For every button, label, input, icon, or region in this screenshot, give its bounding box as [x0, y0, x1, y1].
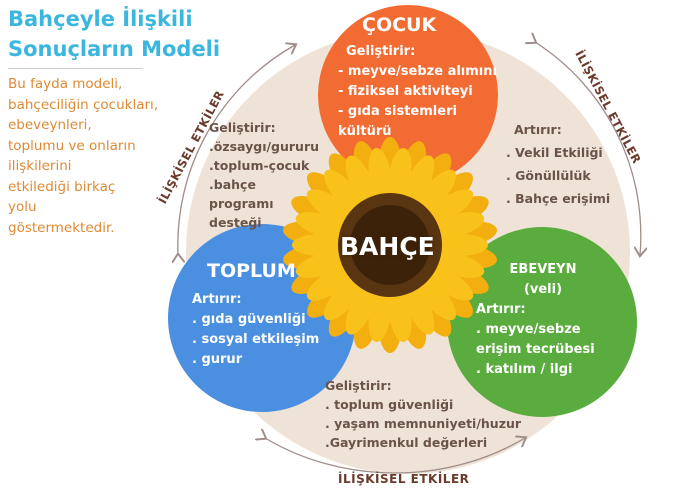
effects-heading: Geliştirir: [209, 120, 276, 135]
petal [415, 169, 456, 215]
desc-line: Bu fayda modeli, [8, 76, 123, 92]
effects-item: . yaşam memnuniyeti/huzur [325, 416, 522, 431]
cocuk-item: kültürü [338, 124, 392, 139]
page-title: Bahçeyle İlişkili Sonuçların Modeli [8, 4, 220, 64]
effects-item: .bahçe [209, 177, 256, 192]
petal [403, 282, 435, 335]
effects-item: . Gönüllülük [506, 168, 591, 183]
ebeveyn-circle [447, 227, 637, 417]
petal [345, 282, 377, 335]
petal [415, 275, 456, 321]
toplum-heading: Artırır: [192, 292, 242, 307]
title-line: Sonuçların Modeli [8, 37, 221, 61]
ebeveyn-item: . katılım / ilgi [476, 362, 573, 377]
cocuk-item: - fiziksel aktiviteyi [338, 84, 473, 99]
sunflower-icon [283, 137, 497, 353]
cocuk-item: - meyve/sebze alımını [338, 64, 497, 79]
desc-line: ilişkilerini [8, 158, 72, 174]
desc-line: bahçeciliğin çocukları, [8, 96, 159, 113]
arc-right-arrow [535, 42, 641, 255]
center-label-bahce: BAHÇE [340, 232, 435, 261]
toplum-node: TOPLUM [207, 260, 296, 282]
cocuk-circle [318, 5, 498, 185]
arc-bottom-arrow [265, 438, 525, 474]
desc-line: toplumu ve onların [8, 137, 136, 154]
ebeveyn-details: Artırır: . meyve/sebze erişim tecrübesi … [476, 300, 595, 380]
desc-line: etkilediği birkaç [8, 178, 116, 195]
cocuk-heading: Geliştirir: [346, 44, 416, 59]
petal [345, 155, 377, 208]
toplum-item: . gıda güvenliği [192, 312, 306, 327]
divider [8, 68, 143, 69]
cocuk-item: - gıda sistemleri [338, 104, 457, 119]
title-line: Bahçeyle İlişkili [8, 7, 193, 31]
petal [430, 212, 485, 239]
effects-heading: Artırır: [514, 122, 562, 137]
cocuk-node: ÇOCUK [362, 14, 436, 36]
ebeveyn-heading: Artırır: [476, 302, 526, 317]
desc-line: göstermektedir. [8, 219, 115, 236]
toplum-title: TOPLUM [207, 260, 296, 282]
arc-left-arrow [178, 45, 295, 255]
petal [324, 169, 365, 215]
petal [292, 234, 348, 256]
petal [324, 275, 365, 321]
petal [306, 265, 356, 301]
effects-heading: Geliştirir: [325, 378, 392, 393]
petal [388, 286, 412, 343]
ebeveyn-node: EBEVEYN (veli) [488, 260, 598, 300]
petal [306, 189, 356, 225]
effects-item: programı [209, 196, 274, 211]
effects-item: .Gayrimenkul değerleri [325, 435, 488, 450]
petal [424, 265, 474, 301]
cocuk-details: Geliştirir: - meyve/sebze alımını - fizi… [338, 42, 497, 142]
petal [368, 147, 392, 204]
toplum-item: . gurur [192, 352, 243, 367]
desc-line: ebeveynleri, [8, 117, 92, 133]
petal [295, 212, 350, 239]
ebeveyn-item: . meyve/sebze [476, 322, 581, 337]
relational-label-bottom: İLİŞKİSEL ETKİLER [338, 472, 470, 486]
effects-item: . Vekil Etkiliği [506, 145, 603, 160]
ebeveyn-subtitle: (veli) [523, 282, 563, 297]
effects-item: .toplum-çocuk [209, 158, 310, 173]
petal [430, 251, 485, 278]
petal [424, 189, 474, 225]
cocuk-ebeveyn-effects: Artırır: . Vekil Etkiliği . Gönüllülük .… [506, 118, 610, 210]
effects-item: . Bahçe erişimi [506, 191, 611, 206]
toplum-ebeveyn-effects: Geliştirir: . toplum güvenliği . yaşam m… [325, 376, 521, 452]
cocuk-title: ÇOCUK [362, 14, 437, 36]
cocuk-toplum-effects: Geliştirir: .özsaygı/gururu .toplum-çocu… [209, 118, 319, 232]
toplum-details: Artırır: . gıda güvenliği . sosyal etkil… [192, 290, 319, 370]
description: Bu fayda modeli, bahçeciliğin çocukları,… [8, 74, 158, 238]
petal [403, 155, 435, 208]
petal [432, 234, 488, 256]
petal [295, 251, 350, 278]
ebeveyn-item: erişim tecrübesi [476, 342, 595, 357]
effects-item: . toplum güvenliği [325, 397, 454, 412]
ebeveyn-title: EBEVEYN [509, 262, 577, 277]
toplum-item: . sosyal etkileşim [192, 332, 320, 347]
effects-item: desteği [209, 215, 262, 230]
desc-line: yolu [8, 199, 37, 215]
effects-item: .özsaygı/gururu [209, 139, 320, 154]
